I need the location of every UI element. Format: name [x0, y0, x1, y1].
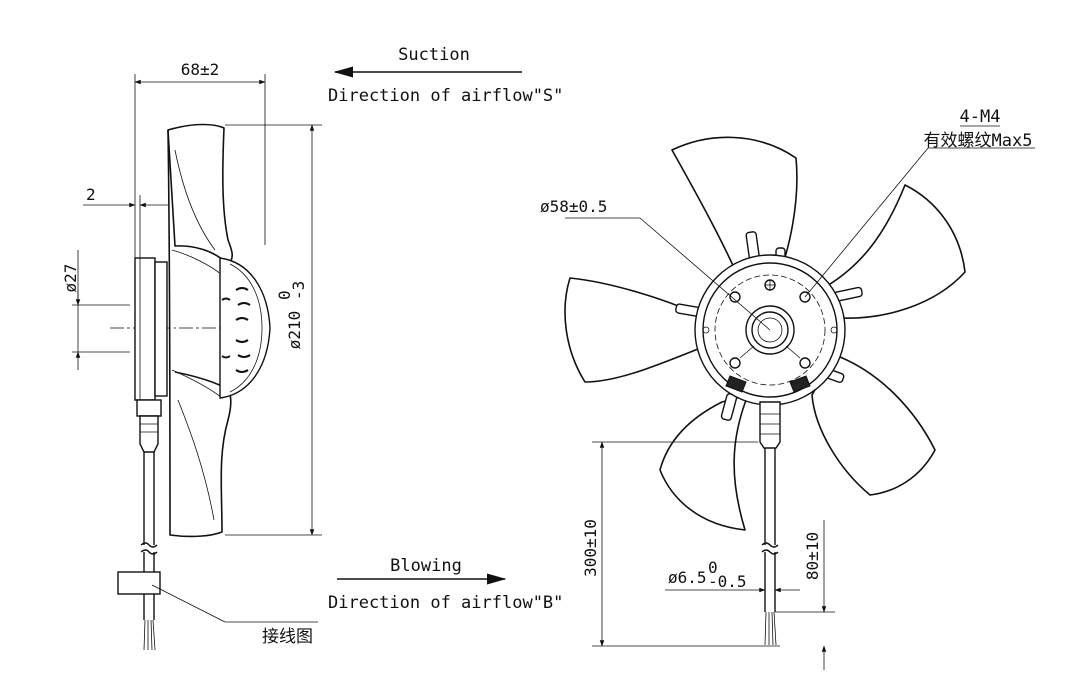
cable-diameter-dimension: ø6.5 0 -0.5: [668, 558, 747, 591]
thread-depth-note: 有效螺纹Max5: [924, 131, 1033, 151]
fan-blades: [564, 136, 966, 531]
blade-top: [671, 136, 798, 286]
blowing-title: Blowing: [390, 556, 462, 576]
svg-text:ø6.5: ø6.5: [668, 568, 707, 587]
lead-wires: [143, 619, 156, 651]
front-view: 4-M4 有效螺纹Max5 ø58±0.5 300±10 ø6.5 0 -0.5…: [540, 107, 1035, 670]
svg-text:0: 0: [708, 558, 718, 577]
side-view: 68±2 2 ø27: [61, 60, 322, 651]
hub-front-vents: [725, 375, 811, 393]
thread-spec-label: 4-M4: [960, 107, 1001, 127]
front-lead-wires: [764, 611, 777, 646]
side-fan-diameter: ø210 0 -3: [275, 281, 308, 350]
svg-text:-3: -3: [289, 281, 308, 300]
blade-bottom: [659, 394, 749, 531]
cable-length-dimension: 300±10: [581, 519, 600, 577]
hub-vent-slots: [221, 287, 251, 373]
svg-text:0: 0: [275, 290, 294, 300]
strip-length-dimension: 80±10: [803, 532, 822, 580]
blowing-direction-label: Direction of airflow"B": [328, 593, 563, 613]
suction-title: Suction: [398, 45, 470, 65]
airflow-blowing: Blowing Direction of airflow"B": [328, 556, 563, 613]
side-offset-dimension: 2: [86, 185, 96, 204]
blade-right-upper: [819, 184, 966, 319]
svg-text:ø210: ø210: [285, 311, 304, 350]
side-width-dimension: 68±2: [181, 60, 220, 79]
mounting-holes: [702, 279, 838, 369]
suction-direction-label: Direction of airflow"S": [328, 86, 563, 106]
svg-text:-0.5: -0.5: [708, 572, 747, 591]
blade-right-lower: [811, 354, 936, 496]
airflow-suction: Suction Direction of airflow"S": [328, 45, 563, 106]
hub-diameter-label: ø58±0.5: [540, 197, 607, 216]
blade-left: [564, 277, 709, 383]
side-hub-diameter: ø27: [61, 264, 80, 293]
wiring-diagram-label: 接线图: [262, 627, 313, 647]
